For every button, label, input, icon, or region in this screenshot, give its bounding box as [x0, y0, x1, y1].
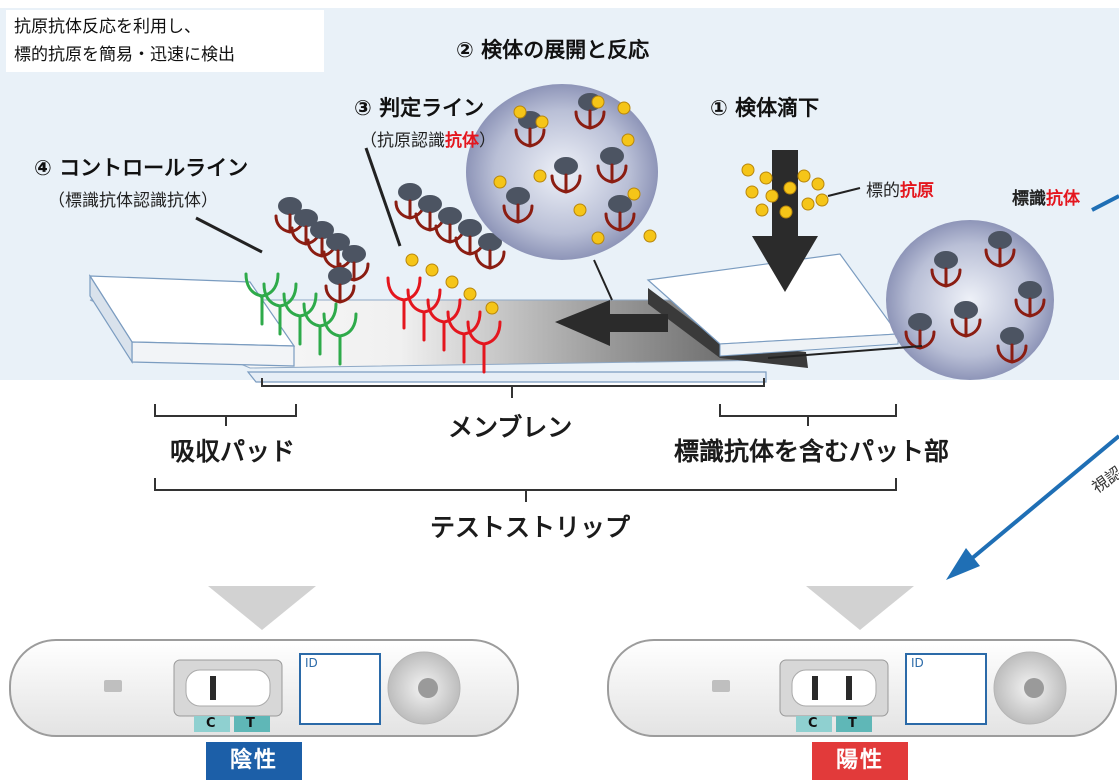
target-antigen-highlight: 抗原	[900, 181, 934, 201]
sample-drop	[741, 150, 861, 292]
step4-sub: （標識抗体認識抗体）	[48, 191, 218, 211]
id-label-positive: ID	[911, 656, 924, 670]
t-label-negative: T	[246, 716, 255, 731]
labeled-antibody-bubble	[767, 220, 1054, 380]
id-label-negative: ID	[305, 656, 318, 670]
c-label-negative: C	[206, 716, 216, 731]
conjugate-bracket	[719, 404, 897, 426]
down-pointer-left	[208, 586, 316, 630]
step2-label: ② 検体の展開と反応	[456, 38, 650, 62]
control-line-positive	[812, 676, 818, 700]
step3-sub-highlight: 抗体	[445, 131, 479, 151]
labeled-antibody-highlight: 抗体	[1046, 189, 1080, 209]
part-brackets	[154, 378, 897, 502]
target-antigen-label: 標的抗原	[866, 181, 934, 201]
down-pointer-right	[806, 586, 914, 630]
step4-leader	[195, 216, 263, 254]
membrane-bracket	[261, 378, 765, 398]
control-line-negative	[210, 676, 216, 700]
step3-sub: （抗原認識抗体）	[360, 131, 496, 151]
cassette-negative	[9, 639, 519, 737]
intro-line-2: 標的抗原を簡易・迅速に検出	[14, 45, 235, 65]
step3-label: ③ 判定ライン	[354, 96, 485, 120]
step4-label: ④ コントロールライン	[34, 156, 249, 180]
test-line-antibodies	[386, 181, 506, 374]
cassette-vents	[712, 680, 730, 692]
absorbent-pad	[88, 273, 296, 367]
test-line-positive	[846, 676, 852, 700]
step1-label: ① 検体滴下	[710, 96, 820, 120]
cassette-positive	[607, 639, 1117, 737]
positive-badge: 陽性	[812, 742, 908, 780]
step3-leader	[364, 147, 402, 247]
flow-arrow	[555, 300, 668, 346]
t-label-positive: T	[848, 716, 857, 731]
blue-pointer-arrows	[946, 194, 1119, 580]
absorb-bracket	[154, 404, 297, 426]
membrane-label: メンブレン	[448, 413, 573, 442]
labeled-antibody-label: 標識抗体	[1012, 189, 1080, 209]
cassette-vents	[104, 680, 122, 692]
intro-line-1: 抗原抗体反応を利用し、	[14, 17, 201, 37]
absorb-pad-label: 吸収パッド	[170, 437, 296, 466]
backing-card	[246, 371, 767, 383]
negative-badge: 陰性	[206, 742, 302, 780]
intro-box	[6, 10, 324, 72]
test-strip-label: テストストリップ	[430, 513, 631, 542]
test-strip	[88, 253, 900, 383]
strip-bracket	[154, 478, 897, 502]
conjugate-pad-label: 標識抗体を含むパット部	[674, 437, 950, 466]
reaction-bubble	[466, 84, 658, 301]
conjugate-pad	[646, 253, 900, 368]
c-label-positive: C	[808, 716, 818, 731]
